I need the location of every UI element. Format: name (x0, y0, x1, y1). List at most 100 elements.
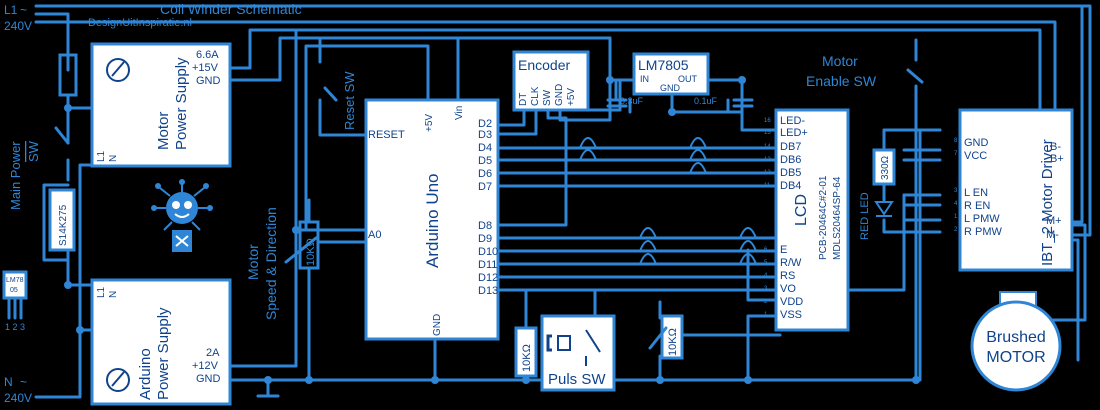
pulldown-value: 10KΩ (521, 344, 533, 372)
motor-psu-voltage: +15V (192, 62, 219, 74)
lcd-pins: LED-16LED+15DB714DB613DB512DB411E6R/W5RS… (764, 115, 808, 321)
driver-pin-number: 7 (954, 151, 958, 157)
regulator-suffix-label: 05 (10, 287, 18, 294)
arduino-pin-d5: D5 (478, 155, 492, 167)
lm7805-in: IN (640, 74, 649, 84)
arduino-pin-gnd: GND (432, 314, 443, 336)
lm7805-regulator: LM7805 IN OUT GND 0.3uF 0.1uF (606, 52, 754, 108)
main-power-switch: Main Power SW (8, 126, 70, 210)
encoder-pin-dt: DT (518, 93, 529, 106)
motor-psu-n: N (108, 155, 119, 162)
lcd-pin-number: 4 (764, 273, 768, 279)
lcd-pin-number: 13 (764, 157, 771, 163)
lcd-display: LCD PCB-20464C#2-01 MDLS20464SP-64 LED- 1… (764, 108, 850, 332)
driver-pin-l-pmw: L PMW (964, 213, 1000, 225)
lm7805-name: LM7805 (638, 57, 689, 73)
arduino-pin-vin: Vin (454, 106, 465, 120)
arduino-pin-d12: D12 (478, 272, 498, 284)
varistor: S14K275 (48, 188, 76, 252)
driver-pin-number: 8 (954, 138, 958, 144)
encoder-pin-sw: SW (542, 89, 553, 106)
arduino-power-supply: Arduino Power Supply 2A +12V GND L1 N (90, 278, 232, 406)
motor-label-1: Brushed (986, 329, 1046, 346)
mains-n-label: N (4, 375, 13, 389)
arduino-pin-d6: D6 (478, 168, 492, 180)
website-label: DesignUitInspiratie.nl (88, 17, 192, 29)
driver-pin-b-minus: B- (1050, 141, 1061, 153)
driver-pin-m-plus: M+ (1046, 215, 1062, 227)
lcd-pin-e: E (780, 244, 787, 256)
mains-n-voltage: 240V (4, 391, 32, 405)
lcd-model-2: MDLS20464SP-64 (832, 176, 843, 260)
lcd-pin-db6: DB6 (780, 154, 801, 166)
puls-sw-label: Puls SW (548, 371, 606, 388)
driver-pin-m-minus: M- (1046, 229, 1059, 241)
led-resistor-value: 330Ω (880, 155, 891, 180)
motor-power-supply: Motor Power Supply 6.6A +15V GND L1 N (90, 42, 232, 168)
brushed-motor: Brushed MOTOR (970, 291, 1062, 392)
lm7805-out: OUT (678, 74, 698, 84)
driver-pin-l-en: L EN (964, 187, 988, 199)
arduino-psu-gnd: GND (196, 373, 221, 385)
lcd-pin-db5: DB5 (780, 167, 801, 179)
arduino-psu-transformer-icon (106, 368, 130, 392)
encoder-name: Encoder (518, 57, 570, 73)
lcd-pin-vo: VO (780, 283, 796, 295)
lcd-pin-db4: DB4 (780, 180, 801, 192)
encoder-pin-gnd: GND (554, 84, 565, 106)
contrast-wiper-icon (648, 326, 668, 350)
mains-n-tilde: ~ (20, 375, 27, 389)
motor-psu-title-1: Motor (155, 112, 172, 150)
arduino-pin-d13: D13 (478, 285, 498, 297)
arduino-pin-d4: D4 (478, 142, 492, 154)
led-circuit: 330Ω RED LED (859, 148, 896, 240)
lcd-pin-vdd: VDD (780, 296, 803, 308)
lcd-pin-db7: DB7 (780, 141, 801, 153)
reset-sw-label: Reset SW (342, 71, 357, 130)
encoder-pin-plus5v: +5V (566, 88, 577, 106)
motor-psu-gnd: GND (196, 75, 221, 87)
driver-pin-gnd: GND (964, 137, 989, 149)
mains-l1-voltage: 240V (4, 19, 32, 33)
mascot-logo (151, 179, 213, 252)
lm7805-gnd: GND (660, 83, 681, 93)
lcd-pin-number: 16 (764, 118, 771, 124)
lcd-name: LCD (793, 194, 810, 226)
lcd-model-1: PCB-20464C#2-01 (818, 175, 829, 260)
arduino-pin-d10: D10 (478, 246, 498, 258)
led-icon (874, 201, 894, 216)
lcd-pin-led: LED- (780, 115, 805, 127)
arduino-psu-current: 2A (206, 347, 220, 359)
driver-pin-number: 3 (954, 188, 958, 194)
varistor-label: S14K275 (58, 204, 69, 246)
contrast-pot-value: 10KΩ (667, 328, 679, 356)
lcd-pin-rs: RS (780, 270, 795, 282)
lcd-pin-number: 2 (764, 299, 768, 305)
mains-l1-label: L1 (4, 3, 18, 17)
lcd-pin-number: 1 (764, 312, 768, 318)
driver-pin-number: 2 (954, 227, 958, 233)
lcd-pin-number: 11 (764, 183, 771, 189)
cap-out-icon (732, 98, 754, 108)
motor-enable-label-2: Enable SW (806, 73, 877, 89)
motor-psu-transformer-icon (106, 58, 130, 82)
mains-l1-tilde: ~ (20, 3, 27, 17)
arduino-psu-l1: L1 (96, 286, 107, 298)
lcd-pin-number: 5 (764, 260, 768, 266)
lcd-pin-number: 6 (764, 247, 768, 253)
arduino-uno: Arduino Uno RESET A0 +5V Vin GND D2D3D4D… (364, 98, 500, 341)
driver-name: IBT_2 Motor Driver (1039, 139, 1056, 266)
driver-pin-r-en: R EN (964, 200, 990, 212)
arduino-pin-d7: D7 (478, 181, 492, 193)
arduino-pin-a0: A0 (368, 229, 381, 241)
pulldown-resistor: 10KΩ (514, 326, 538, 378)
lcd-pin-number: 3 (764, 286, 768, 292)
driver-pin-number: 1 (954, 214, 958, 220)
lcd-pin-vss: VSS (780, 309, 802, 321)
lcd-pin-number: 14 (764, 144, 771, 150)
